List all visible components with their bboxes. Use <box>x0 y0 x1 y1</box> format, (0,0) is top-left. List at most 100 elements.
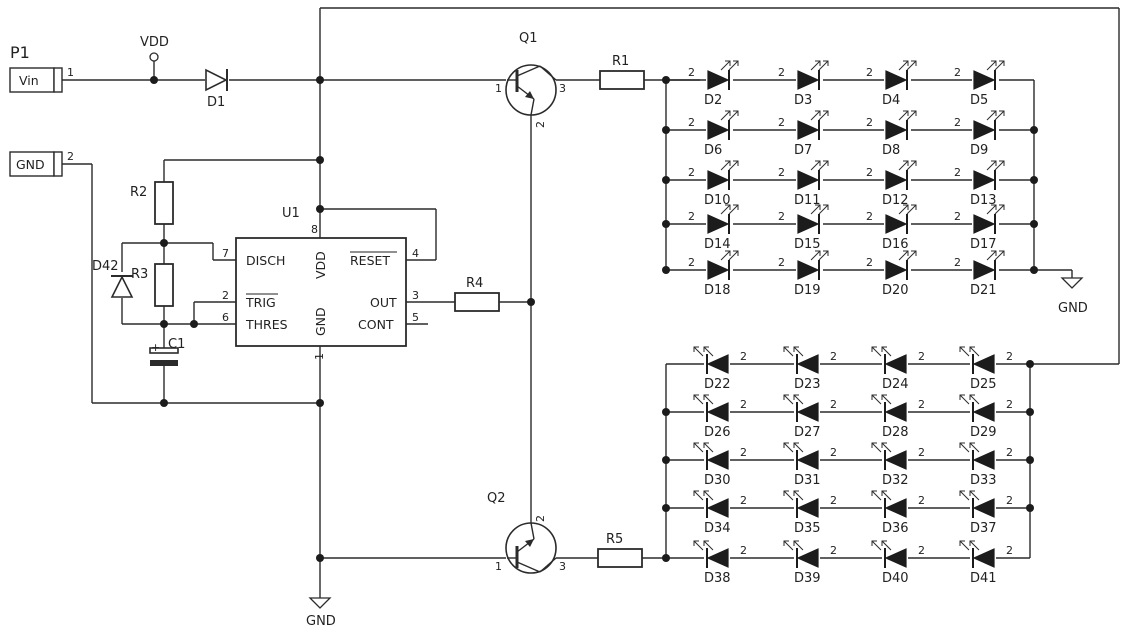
led-ref: D15 <box>794 237 821 252</box>
led-ref: D24 <box>882 377 909 392</box>
led-pin-number: 2 <box>740 544 747 557</box>
led-pin-number: 2 <box>954 256 961 269</box>
resistor-r1-ref: R1 <box>612 54 629 69</box>
led-pin-number: 2 <box>778 116 785 129</box>
junction-dot <box>316 399 324 407</box>
resistor-r2: R2 <box>130 181 174 225</box>
led-ref: D34 <box>704 521 731 536</box>
led-ref: D18 <box>704 283 731 298</box>
resistor-r4-ref: R4 <box>466 276 483 291</box>
capacitor-c1: C1 + <box>149 337 185 366</box>
led-pin-number: 2 <box>740 350 747 363</box>
led-pin-number: 2 <box>830 446 837 459</box>
ic-pinnum-disch: 7 <box>222 247 229 260</box>
led-ref: D5 <box>970 93 988 108</box>
ic-pin-vdd: VDD <box>313 251 328 279</box>
gnd-symbol-main: GND <box>306 597 336 629</box>
led-d4: 2D4 <box>866 60 917 108</box>
junction-dot <box>160 239 168 247</box>
led-d2: 2D2 <box>688 60 739 108</box>
junction-dot <box>662 220 670 228</box>
led-pin-number: 2 <box>866 166 873 179</box>
led-ref: D17 <box>970 237 997 252</box>
ic-pinnum-gnd: 1 <box>313 353 326 360</box>
led-pin-number: 2 <box>778 66 785 79</box>
ic-pin-trig: TRIG <box>245 295 276 310</box>
junction-dot <box>1030 176 1038 184</box>
transistor-q1: Q1 1 3 2 <box>495 31 566 128</box>
junction-dot <box>662 456 670 464</box>
led-ref: D29 <box>970 425 997 440</box>
led-ref: D11 <box>794 193 821 208</box>
led-d9: 2D9 <box>954 110 1005 158</box>
junction-dot <box>1026 408 1034 416</box>
led-d6: 2D6 <box>688 110 739 158</box>
led-ref: D8 <box>882 143 900 158</box>
led-ref: D31 <box>794 473 821 488</box>
junction-dot <box>662 266 670 274</box>
led-ref: D30 <box>704 473 731 488</box>
led-ref: D23 <box>794 377 821 392</box>
ic-pinnum-vdd: 8 <box>311 223 318 236</box>
led-ref: D38 <box>704 571 731 586</box>
resistor-r1: R1 <box>599 54 645 90</box>
ic-pin-thres: THRES <box>245 317 288 332</box>
led-ref: D28 <box>882 425 909 440</box>
junction-dot <box>160 320 168 328</box>
led-ref: D40 <box>882 571 909 586</box>
ic-pin-disch: DISCH <box>246 253 285 268</box>
gnd-symbol-array-label: GND <box>1058 301 1088 316</box>
led-ref: D9 <box>970 143 988 158</box>
vdd-flag-label: VDD <box>140 35 169 50</box>
gnd-symbol-main-label: GND <box>306 614 336 629</box>
led-pin-number: 2 <box>1006 398 1013 411</box>
led-pin-number: 2 <box>918 398 925 411</box>
transistor-q1-pin-c: 3 <box>559 82 566 95</box>
led-array-top: 2D22D32D42D52D62D72D82D92D102D112D122D13… <box>688 60 1005 298</box>
wires <box>62 7 1120 598</box>
led-pin-number: 2 <box>866 66 873 79</box>
ic-pin-out: OUT <box>370 295 397 310</box>
ic-pinnum-thres: 6 <box>222 311 229 324</box>
connector-p1-label: Vin <box>19 73 39 88</box>
led-pin-number: 2 <box>954 116 961 129</box>
ic-u1: U1 DISCH TRIG THRES RESET OUT CONT VDD G… <box>222 206 419 360</box>
led-pin-number: 2 <box>740 398 747 411</box>
junction-dot <box>662 126 670 134</box>
ic-pinnum-trig: 2 <box>222 289 229 302</box>
led-pin-number: 2 <box>830 544 837 557</box>
ic-pin-gnd: GND <box>313 307 328 336</box>
transistor-q1-ref: Q1 <box>519 31 538 46</box>
led-pin-number: 2 <box>830 494 837 507</box>
led-pin-number: 2 <box>688 66 695 79</box>
resistor-r5-ref: R5 <box>606 532 623 547</box>
led-ref: D19 <box>794 283 821 298</box>
ic-pinnum-cont: 5 <box>412 311 419 324</box>
led-pin-number: 2 <box>918 544 925 557</box>
resistor-r5: R5 <box>597 532 643 568</box>
led-pin-number: 2 <box>866 210 873 223</box>
connector-gnd: GND 2 <box>9 150 74 177</box>
junction-dot <box>316 554 324 562</box>
diode-d42: D42 <box>92 259 134 298</box>
junction-dot <box>1026 456 1034 464</box>
diode-d1-ref: D1 <box>207 95 225 110</box>
transistor-q1-pin-b: 1 <box>495 82 502 95</box>
